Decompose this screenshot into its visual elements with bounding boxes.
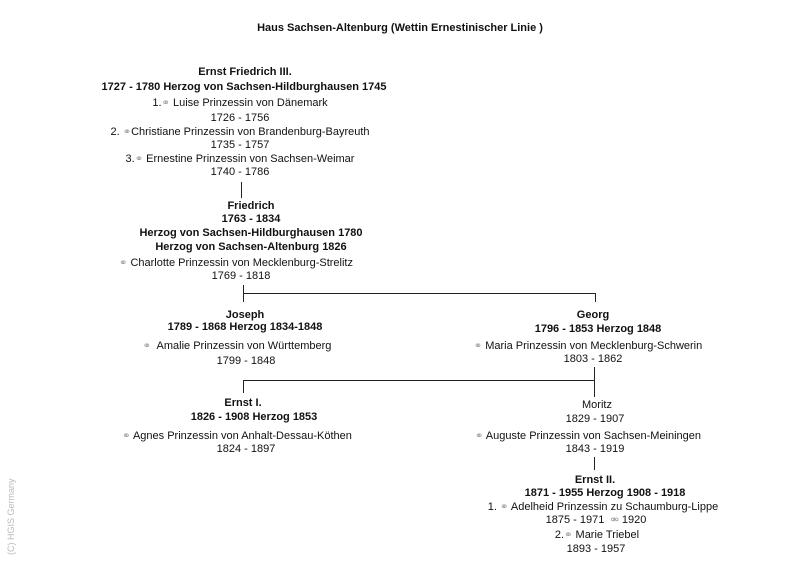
- spouse-name: Luise Prinzessin von Dänemark: [172, 97, 328, 109]
- divorce-year: 1920: [621, 514, 647, 526]
- spouse-dates-line: 1875 - 1971 ⚮ 1920: [546, 514, 647, 527]
- marriage-icon: ⚭: [474, 431, 484, 442]
- marriage-icon: ⚭: [142, 341, 152, 352]
- descent-line: [594, 457, 595, 470]
- spouse-name: Auguste Prinzessin von Sachsen-Meiningen: [485, 430, 702, 442]
- spouse-line: 2.⚭ Marie Triebel: [555, 529, 639, 542]
- person-title: Herzog von Sachsen-Hildburghausen 1780: [139, 227, 363, 239]
- spouse-dates: 1803 - 1862: [563, 353, 623, 365]
- person-dates: 1829 - 1907: [565, 413, 625, 425]
- marriage-icon: ⚭: [564, 530, 573, 541]
- person-name: Joseph: [225, 309, 265, 321]
- person-name: Friedrich: [227, 200, 275, 212]
- person-info: 1796 - 1853 Herzog 1848: [534, 323, 662, 335]
- spouse-dates: 1875 - 1971: [545, 514, 605, 526]
- spouse-line: ⚭ Charlotte Prinzessin von Mecklenburg-S…: [119, 257, 353, 270]
- spouse-name: Christiane Prinzessin von Brandenburg-Ba…: [131, 126, 370, 138]
- spouse-line: ⚭ Agnes Prinzessin von Anhalt-Dessau-Köt…: [122, 430, 352, 443]
- spouse-name: Maria Prinzessin von Mecklenburg-Schweri…: [485, 340, 703, 352]
- spouse-line: 1.⚭ Luise Prinzessin von Dänemark: [152, 97, 327, 110]
- copyright-text: (C) HGIS Germany: [6, 478, 16, 555]
- person-name: Moritz: [582, 399, 612, 411]
- spouse-line: 3.⚭ Ernestine Prinzessin von Sachsen-Wei…: [126, 153, 355, 166]
- diagram-title: Haus Sachsen-Altenburg (Wettin Ernestini…: [257, 22, 543, 34]
- marriage-icon: ⚭: [122, 431, 131, 442]
- spouse-dates: 1726 - 1756: [210, 112, 270, 124]
- spouse-dates: 1843 - 1919: [565, 443, 625, 455]
- spouse-line: ⚭ Amalie Prinzessin von Württemberg: [143, 340, 332, 353]
- spouse-name: Adelheid Prinzessin zu Schaumburg-Lippe: [510, 501, 719, 513]
- spouse-dates: 1893 - 1957: [566, 543, 626, 555]
- spouse-number: 2.: [110, 126, 120, 138]
- spouse-name: Agnes Prinzessin von Anhalt-Dessau-Köthe…: [132, 430, 352, 442]
- spouse-name: Ernestine Prinzessin von Sachsen-Weimar: [146, 153, 355, 165]
- marriage-icon: ⚭: [473, 341, 483, 352]
- spouse-number: 3.: [125, 153, 135, 165]
- divorce-icon: ⚮: [610, 515, 619, 526]
- spouse-dates: 1769 - 1818: [211, 270, 271, 282]
- person-name: Ernst II.: [574, 474, 616, 486]
- spouse-name: Charlotte Prinzessin von Mecklenburg-Str…: [130, 257, 353, 269]
- person-info: 1727 - 1780 Herzog von Sachsen-Hildburgh…: [101, 81, 387, 93]
- sibling-line: [243, 380, 594, 381]
- person-info: 1789 - 1868 Herzog 1834-1848: [167, 321, 323, 333]
- spouse-number: 1.: [152, 97, 162, 109]
- marriage-icon: ⚭: [134, 154, 144, 165]
- descent-line: [595, 293, 596, 302]
- sibling-line: [243, 293, 595, 294]
- spouse-dates: 1735 - 1757: [210, 139, 270, 151]
- spouse-name: Amalie Prinzessin von Württemberg: [156, 340, 332, 352]
- spouse-dates: 1824 - 1897: [216, 443, 276, 455]
- descent-line: [241, 182, 242, 198]
- descent-line: [594, 367, 595, 397]
- person-name: Ernst I.: [224, 397, 262, 409]
- person-title: Herzog von Sachsen-Altenburg 1826: [155, 241, 347, 253]
- marriage-icon: ⚭: [119, 258, 128, 269]
- person-dates: 1763 - 1834: [221, 213, 281, 225]
- spouse-line: ⚭ Auguste Prinzessin von Sachsen-Meining…: [475, 430, 701, 443]
- marriage-icon: ⚭: [122, 127, 132, 138]
- person-info: 1871 - 1955 Herzog 1908 - 1918: [524, 487, 686, 499]
- spouse-line: 1. ⚭ Adelheid Prinzessin zu Schaumburg-L…: [488, 501, 718, 514]
- spouse-number: 1.: [487, 501, 497, 513]
- person-name: Ernst Friedrich III.: [198, 66, 292, 78]
- marriage-icon: ⚭: [500, 502, 509, 513]
- spouse-name: Marie Triebel: [575, 529, 640, 541]
- marriage-icon: ⚭: [161, 98, 170, 109]
- spouse-number: 2.: [554, 529, 565, 541]
- spouse-dates: 1740 - 1786: [210, 166, 270, 178]
- spouse-dates: 1799 - 1848: [216, 355, 276, 367]
- descent-line: [243, 380, 244, 393]
- person-info: 1826 - 1908 Herzog 1853: [190, 411, 318, 423]
- spouse-line: ⚭ Maria Prinzessin von Mecklenburg-Schwe…: [474, 340, 702, 353]
- person-name: Georg: [576, 309, 610, 321]
- spouse-line: 2. ⚭Christiane Prinzessin von Brandenbur…: [110, 126, 369, 139]
